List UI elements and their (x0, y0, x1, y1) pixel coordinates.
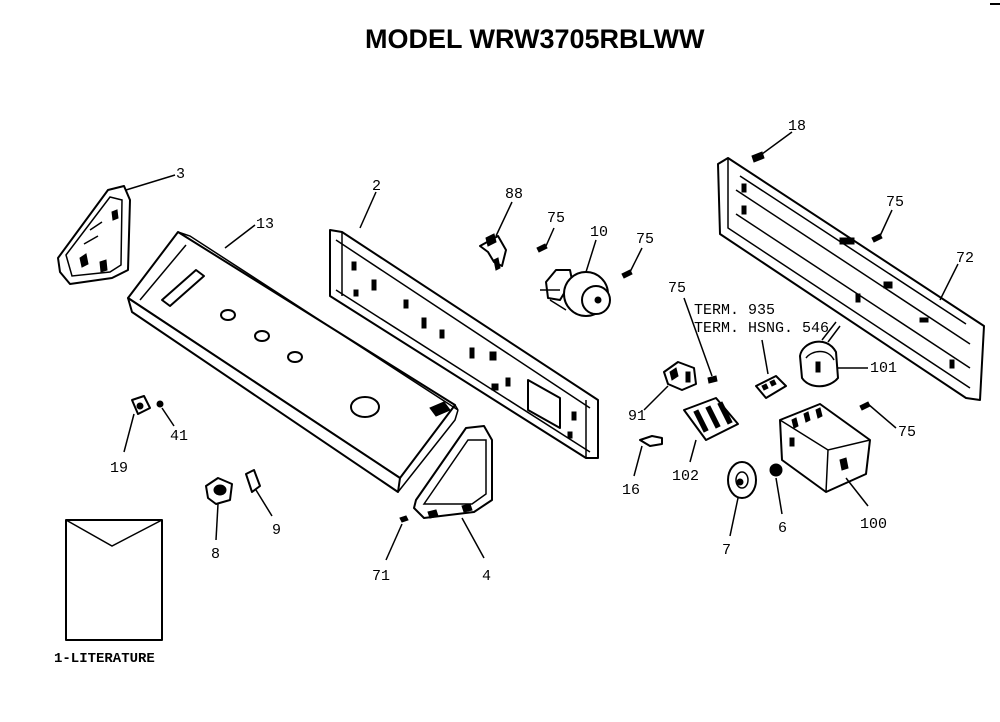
part-7-timer-knob (727, 461, 757, 499)
leader-71 (385, 523, 403, 561)
part-75-screw-e (859, 401, 871, 411)
part-6-dial-insert (769, 463, 783, 477)
leader-18 (761, 131, 793, 155)
label-part-18: 18 (788, 118, 806, 135)
label-part-4: 4 (482, 568, 491, 585)
part-75-screw-a (536, 243, 548, 253)
part-8-knob (205, 477, 233, 505)
part-16-bolt (639, 435, 663, 447)
label-part-75-a: 75 (547, 210, 565, 227)
leader-10 (585, 239, 597, 273)
model-title: MODEL WRW3705RBLWW (365, 24, 705, 54)
leader-75-b (629, 247, 643, 273)
label-part-75-b: 75 (636, 231, 654, 248)
label-part-8: 8 (211, 546, 220, 563)
label-part-75-d: 75 (668, 280, 686, 297)
label-part-16: 16 (622, 482, 640, 499)
part-88-switch-bracket (479, 233, 507, 271)
part-71-screw (399, 515, 409, 523)
label-part-19: 19 (110, 460, 128, 477)
label-term-935: TERM. 935 (694, 302, 775, 319)
leader-13 (224, 224, 256, 249)
label-literature: 1-LITERATURE (54, 651, 155, 667)
part-3-end-cap-left (57, 185, 131, 285)
part-18-screw (751, 151, 765, 163)
part-terminal-housing (755, 375, 787, 399)
leader-9 (255, 489, 273, 517)
part-72-rear-panel (717, 157, 985, 401)
part-101-timer-motor (799, 321, 841, 388)
leader-4 (461, 517, 485, 559)
label-part-71: 71 (372, 568, 390, 585)
label-part-41: 41 (170, 428, 188, 445)
part-75-screw-b (621, 269, 633, 279)
part-102-terminal-block (683, 397, 739, 441)
leader-75-c (879, 209, 893, 237)
part-19-knob-small (131, 395, 151, 415)
leader-75-a (545, 227, 555, 247)
part-91-switch (663, 361, 697, 391)
part-100-timer (779, 403, 871, 493)
part-75-screw-c (871, 233, 883, 243)
leader-102 (689, 439, 697, 463)
leader-75-e (867, 403, 897, 429)
label-part-101: 101 (870, 360, 897, 377)
label-part-91: 91 (628, 408, 646, 425)
label-part-10: 10 (590, 224, 608, 241)
label-term-housing-546: TERM. HSNG. 546 (694, 320, 829, 337)
leader-72 (939, 263, 959, 301)
label-part-75-e: 75 (898, 424, 916, 441)
leader-41 (161, 407, 175, 427)
leader-2 (359, 191, 377, 229)
label-part-6: 6 (778, 520, 787, 537)
label-part-100: 100 (860, 516, 887, 533)
label-part-88: 88 (505, 186, 523, 203)
leader-19 (123, 413, 135, 453)
label-part-3: 3 (176, 166, 185, 183)
part-75-screw-d (707, 375, 718, 384)
leader-8 (215, 503, 219, 541)
leader-75-d (683, 297, 713, 377)
label-part-102: 102 (672, 468, 699, 485)
label-part-7: 7 (722, 542, 731, 559)
label-part-75-c: 75 (886, 194, 904, 211)
leader-term (761, 339, 769, 375)
leader-100 (845, 477, 869, 507)
literature-envelope (65, 519, 163, 641)
label-part-13: 13 (256, 216, 274, 233)
leader-16 (633, 445, 643, 477)
part-4-end-cap-right (413, 425, 493, 519)
label-part-2: 2 (372, 178, 381, 195)
part-9-clip (245, 469, 261, 493)
part-10-pressure-switch (540, 269, 611, 317)
leader-88 (495, 201, 513, 237)
leader-91 (643, 385, 669, 411)
part-2-backsplash-frame (329, 229, 599, 459)
label-part-9: 9 (272, 522, 281, 539)
part-13-control-panel-console (127, 231, 459, 493)
part-41-clip (156, 400, 164, 408)
leader-7 (729, 497, 739, 537)
leader-6 (775, 477, 783, 515)
label-part-72: 72 (956, 250, 974, 267)
leader-3 (125, 174, 176, 191)
